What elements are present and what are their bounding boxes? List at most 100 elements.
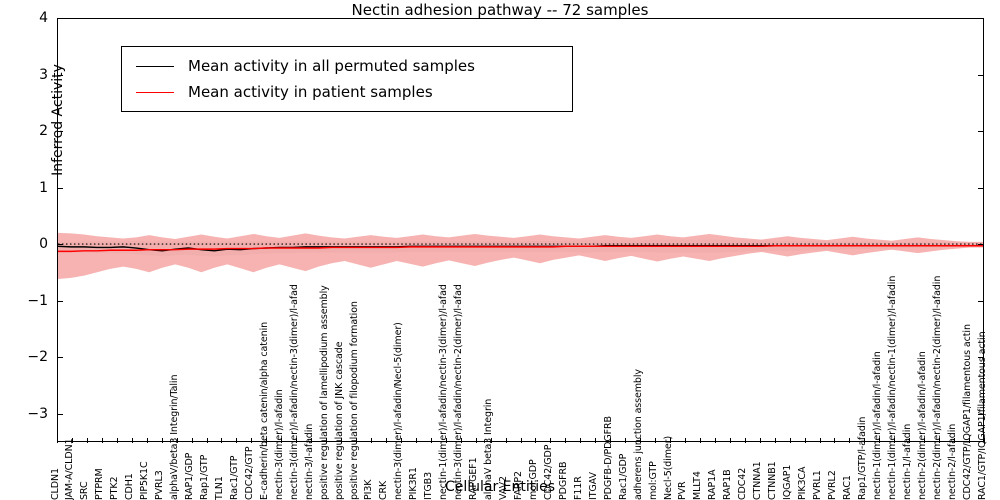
- x-tick-mark: [834, 438, 836, 443]
- x-tick-mark: [311, 438, 313, 443]
- x-tick-mark: [490, 438, 492, 443]
- x-tick-mark: [266, 438, 268, 443]
- chart-legend: Mean activity in all permuted samples Me…: [121, 46, 573, 112]
- x-tick-mark: [445, 438, 447, 443]
- x-tick-label: CDC42/GTP/IQGAP1/filamentous actin: [961, 324, 973, 500]
- x-tick-label: nectin-1(dimer)/l-afadin/nectin-3(dimer)…: [438, 284, 450, 500]
- y-tick-mark: [57, 74, 63, 76]
- y-tick-mark: [57, 413, 63, 415]
- x-tick-label: positive regulation of lamellipodium ass…: [318, 285, 330, 500]
- x-tick-label: nectin-2(dimer)/l-afadin/nectin-2(dimer)…: [931, 275, 943, 500]
- x-tick-mark: [370, 438, 372, 443]
- x-tick-label: positive regulation of JNK cascade: [333, 341, 345, 500]
- y-tick-label: 0: [39, 236, 48, 253]
- x-tick-mark: [984, 438, 985, 443]
- x-tick-mark: [714, 438, 716, 443]
- x-tick-mark: [415, 438, 417, 443]
- y-tick-label: −3: [27, 405, 48, 422]
- x-tick-label: nectin-2(dimer)/l-afadin/l-afadin: [916, 351, 928, 500]
- x-tick-mark: [296, 438, 298, 443]
- x-tick-mark: [71, 438, 73, 443]
- x-tick-mark: [879, 438, 881, 443]
- x-tick-mark: [146, 438, 148, 443]
- x-tick-mark: [819, 438, 821, 443]
- legend-swatch-line-icon: [136, 65, 174, 67]
- x-tick-mark: [57, 438, 58, 443]
- x-tick-mark: [505, 438, 507, 443]
- y-tick-mark: [978, 413, 984, 415]
- legend-label-permuted: Mean activity in all permuted samples: [188, 57, 475, 75]
- y-tick-mark: [978, 300, 984, 302]
- data-layer: [58, 232, 983, 279]
- y-tick-mark: [57, 187, 63, 189]
- y-tick-label: −1: [27, 292, 48, 309]
- x-tick-mark: [161, 438, 163, 443]
- x-tick-mark: [909, 438, 911, 443]
- chart-title: Nectin adhesion pathway -- 72 samples: [351, 1, 649, 19]
- x-tick-mark: [595, 438, 597, 443]
- y-tick-mark: [57, 18, 63, 19]
- x-tick-mark: [86, 438, 88, 443]
- x-tick-mark: [550, 438, 552, 443]
- x-tick-mark: [520, 438, 522, 443]
- x-tick-mark: [640, 438, 642, 443]
- y-tick-mark: [978, 18, 984, 19]
- x-tick-mark: [580, 438, 582, 443]
- y-tick-mark: [978, 187, 984, 189]
- x-tick-mark: [356, 438, 358, 443]
- legend-entry-permuted: Mean activity in all permuted samples: [132, 53, 562, 79]
- y-tick-mark: [978, 74, 984, 76]
- x-tick-mark: [774, 438, 776, 443]
- x-tick-label: positive regulation of filopodium format…: [348, 301, 360, 500]
- y-tick-label: 4: [39, 10, 48, 26]
- x-tick-label: nectin-3(dimer)/l-afadin/nectin-2(dimer)…: [453, 284, 465, 500]
- x-tick-mark: [864, 438, 866, 443]
- x-tick-mark: [625, 438, 627, 443]
- y-tick-label: 3: [39, 66, 48, 83]
- x-tick-label: nectin-1(dimer)/l-afadin/l-afadin: [871, 351, 883, 500]
- y-tick-label: 1: [39, 179, 48, 196]
- patient-mean-line: [58, 245, 983, 253]
- x-tick-mark: [759, 438, 761, 443]
- x-axis-label: Cellular Entities: [444, 479, 556, 495]
- x-tick-mark: [610, 438, 612, 443]
- patient-confidence-band: [58, 232, 983, 279]
- x-tick-label: RAC1/GTP/IQGAP1/filamentous actin: [976, 331, 988, 500]
- x-tick-mark: [804, 438, 806, 443]
- legend-label-patient: Mean activity in patient samples: [188, 83, 433, 101]
- x-tick-mark: [131, 438, 133, 443]
- x-tick-mark: [460, 438, 462, 443]
- y-tick-mark: [57, 131, 63, 133]
- x-tick-mark: [849, 438, 851, 443]
- x-tick-mark: [939, 438, 941, 443]
- x-tick-mark: [954, 438, 956, 443]
- x-tick-label: nectin-1(dimer)/l-afadin/nectin-1(dimer)…: [886, 275, 898, 500]
- x-tick-mark: [655, 438, 657, 443]
- x-tick-label: nectin-3(dimer)/l-afadin/Necl-5(dimer): [393, 322, 405, 500]
- y-tick-mark: [57, 357, 63, 359]
- x-tick-mark: [326, 438, 328, 443]
- x-tick-mark: [341, 438, 343, 443]
- x-tick-mark: [969, 438, 971, 443]
- x-tick-mark: [565, 438, 567, 443]
- x-tick-mark: [924, 438, 926, 443]
- x-tick-mark: [744, 438, 746, 443]
- y-axis-label: Inferred Activity: [50, 64, 66, 176]
- y-tick-mark: [978, 131, 984, 133]
- x-tick-mark: [251, 438, 253, 443]
- legend-swatch-line-icon: [136, 91, 174, 93]
- x-tick-mark: [475, 438, 477, 443]
- legend-entry-patient: Mean activity in patient samples: [132, 79, 562, 105]
- y-tick-mark: [978, 357, 984, 359]
- x-tick-mark: [430, 438, 432, 443]
- x-tick-mark: [176, 438, 178, 443]
- x-tick-mark: [116, 438, 118, 443]
- y-tick-mark: [978, 244, 984, 246]
- x-tick-mark: [670, 438, 672, 443]
- x-tick-mark: [206, 438, 208, 443]
- x-tick-label: E-cadherin/beta catenin/alpha catenin: [258, 321, 270, 500]
- x-tick-mark: [385, 438, 387, 443]
- y-tick-label: −2: [27, 349, 48, 366]
